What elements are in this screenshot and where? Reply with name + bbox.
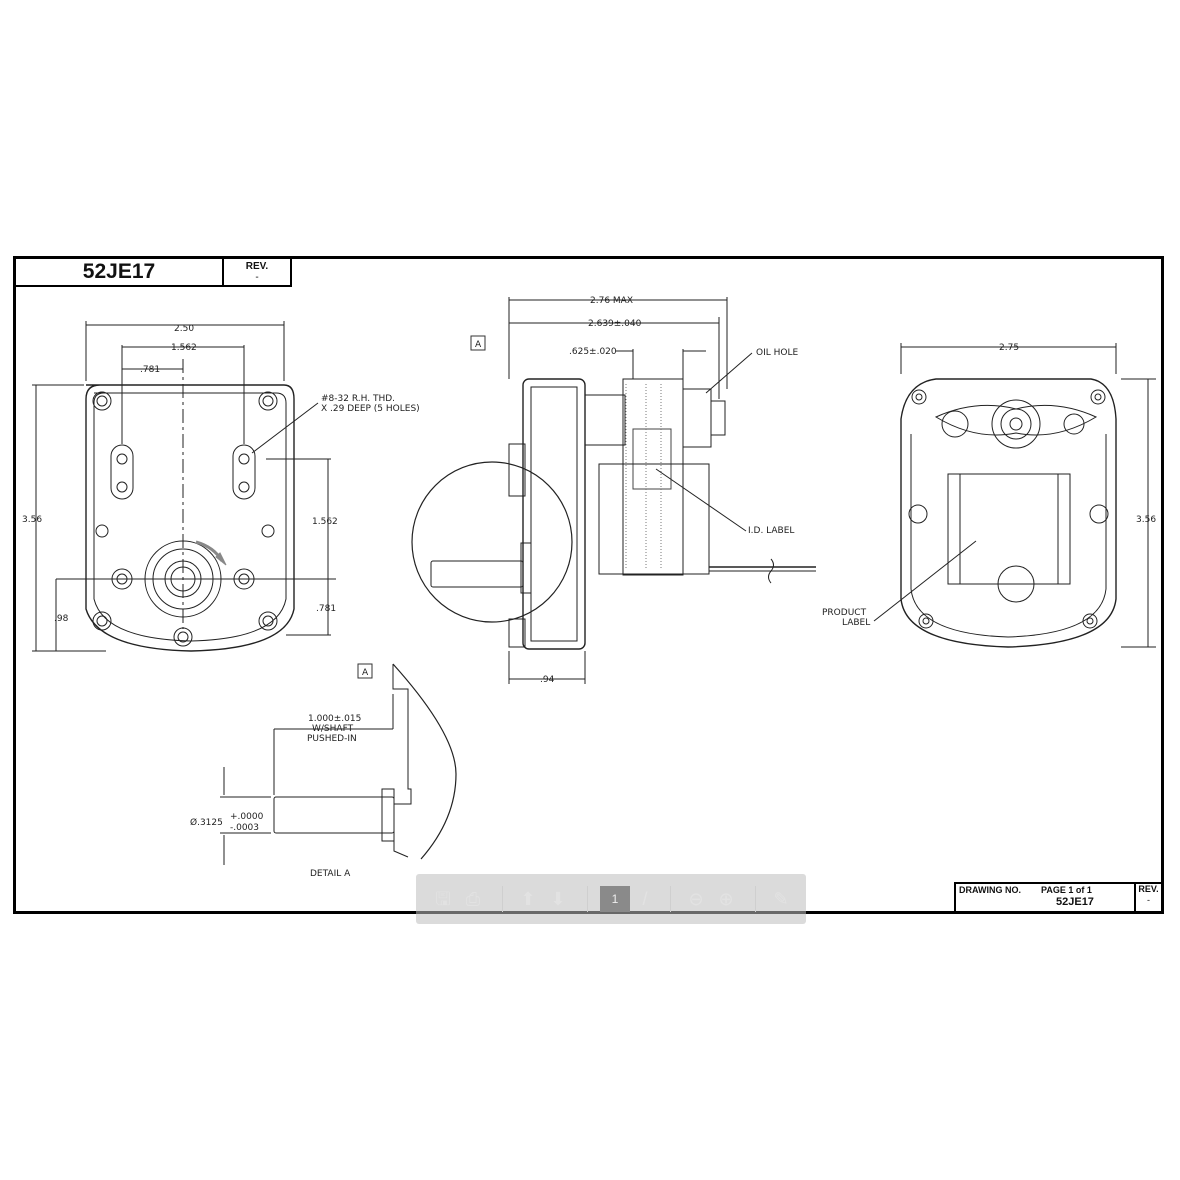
drawing-no-cell: DRAWING NO. PAGE 1 of 1 52JE17 — [954, 884, 1134, 911]
dim-detail-len-3: PUSHED-IN — [307, 734, 357, 744]
dim-side-shaft: .625±.020 — [569, 347, 617, 357]
page-number-input[interactable]: 1 — [600, 886, 630, 912]
page-count-label: PAGE 1 of 1 — [1041, 885, 1092, 895]
side-view: A 2.76 MAX 2.639±.040 .625±.020 OIL HOLE… — [411, 296, 816, 685]
thread-note-1: #8-32 R.H. THD. — [321, 394, 395, 404]
rev-value: - — [255, 272, 259, 283]
dim-front-bottom: .98 — [54, 614, 69, 624]
toolbar-separator — [755, 886, 756, 912]
dim-rear-width: 2.75 — [999, 343, 1019, 353]
page-up-icon[interactable]: ⬆ — [520, 889, 536, 909]
save-icon[interactable]: 🖫 — [435, 889, 451, 909]
print-icon[interactable]: ⎙ — [465, 889, 481, 909]
dim-front-offset: .781 — [140, 365, 160, 375]
drawing-no-label: DRAWING NO. — [959, 885, 1021, 895]
bottom-rev-label: REV. — [1138, 884, 1159, 894]
dim-front-height: 3.56 — [22, 515, 42, 525]
front-view: 2.50 1.562 .781 3.56 1.562 .781 .98 #8-3… — [22, 321, 420, 652]
page-total-icon: / — [642, 889, 648, 909]
dim-side-len: 2.639±.040 — [588, 319, 642, 329]
part-number-title: 52JE17 — [16, 259, 224, 287]
thread-note-2: X .29 DEEP (5 HOLES) — [321, 404, 420, 414]
drawing-number: 52JE17 — [1056, 896, 1094, 908]
dim-detail-tol-minus: -.0003 — [230, 823, 259, 833]
sign-icon[interactable]: ✎ — [773, 889, 789, 909]
dim-detail-len-1: 1.000±.015 — [308, 714, 361, 724]
dim-detail-len-2: W/SHAFT — [312, 724, 354, 734]
note-oil-hole: OIL HOLE — [756, 348, 798, 358]
dim-detail-tol-plus: +.0000 — [230, 812, 264, 822]
drawing-sheet: 52JE17 REV. - — [13, 256, 1164, 914]
dim-front-width: 2.50 — [174, 324, 194, 334]
dim-front-vert-offset: .781 — [316, 604, 336, 614]
rev-box: REV. - — [224, 259, 292, 287]
datum-label-top: A — [475, 340, 482, 350]
datum-label-detail: A — [362, 668, 369, 678]
note-product-label-1: PRODUCT — [822, 608, 867, 618]
dim-side-max: 2.76 MAX — [590, 296, 633, 306]
dim-front-vert-span: 1.562 — [312, 517, 338, 527]
toolbar-separator — [502, 886, 503, 912]
detail-a-title: DETAIL A — [310, 869, 351, 879]
dim-front-hole-span: 1.562 — [171, 343, 197, 353]
note-product-label-2: LABEL — [842, 618, 870, 628]
toolbar-separator — [670, 886, 671, 912]
bottom-rev-cell: REV. - — [1134, 884, 1161, 911]
rev-label: REV. — [245, 261, 269, 272]
page-down-icon[interactable]: ⬇ — [550, 889, 566, 909]
drawing-number-block: DRAWING NO. PAGE 1 of 1 52JE17 REV. - — [954, 882, 1161, 911]
bottom-rev-value: - — [1147, 895, 1150, 905]
zoom-out-icon[interactable]: ⊖ — [688, 889, 704, 909]
rear-view: 2.75 3.56 PRODUCT LABEL — [822, 343, 1156, 648]
detail-a: A 1.000±.015 W/SHAFT PUSHED-IN Ø.3125 +.… — [190, 663, 457, 879]
zoom-in-icon[interactable]: ⊕ — [718, 889, 734, 909]
technical-drawing: 2.50 1.562 .781 3.56 1.562 .781 .98 #8-3… — [22, 296, 1156, 879]
note-id-label: I.D. LABEL — [748, 526, 794, 536]
dim-detail-dia: Ø.3125 — [190, 817, 223, 828]
pdf-viewer-toolbar: 🖫 ⎙ ⬆ ⬇ 1 / ⊖ ⊕ ✎ — [416, 874, 806, 924]
dim-rear-height: 3.56 — [1136, 515, 1156, 525]
toolbar-separator — [587, 886, 588, 912]
dim-side-depth: .94 — [540, 675, 555, 685]
